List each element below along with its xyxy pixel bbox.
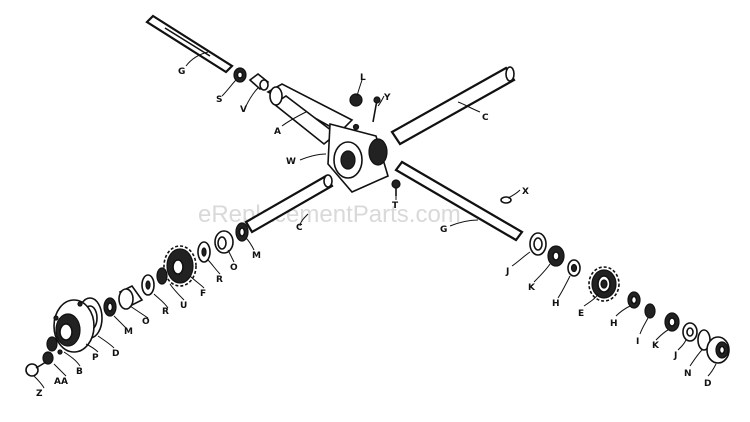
label-d-left: D xyxy=(112,349,119,359)
spacer-m-upper xyxy=(235,222,249,242)
bushing-v xyxy=(248,72,270,91)
label-n: N xyxy=(684,369,692,379)
plug-l xyxy=(349,93,363,107)
label-k-upper: K xyxy=(528,283,536,293)
label-w: W xyxy=(286,157,296,167)
shaft-c-lower xyxy=(244,174,334,234)
nut-aa xyxy=(42,351,54,365)
label-i: I xyxy=(636,337,639,347)
label-b: B xyxy=(76,367,83,377)
label-k-lower: K xyxy=(652,341,660,351)
label-r-upper: R xyxy=(216,275,223,285)
bearing-s xyxy=(233,67,247,83)
label-g-lower: G xyxy=(440,225,447,235)
label-a: A xyxy=(274,127,281,137)
bearing-j-upper xyxy=(529,232,547,256)
label-o-upper: O xyxy=(230,263,238,273)
bushing-o-upper xyxy=(214,230,234,254)
washer-h-lower xyxy=(627,291,641,309)
washer-u xyxy=(156,267,168,285)
bearing-k-upper xyxy=(547,245,565,267)
label-d-right: D xyxy=(704,379,711,389)
label-s-upper: S xyxy=(216,95,222,105)
bearing-b xyxy=(46,336,58,352)
washer-i xyxy=(644,303,656,319)
label-j-upper: J xyxy=(505,267,509,277)
label-aa: AA xyxy=(54,377,68,387)
label-e: E xyxy=(578,309,584,319)
washer-h-upper xyxy=(567,259,581,277)
label-o-lower: O xyxy=(142,317,150,327)
label-h-upper: H xyxy=(552,299,560,309)
label-c-right: C xyxy=(482,113,489,123)
label-l: L xyxy=(360,73,366,83)
shaft-c-right xyxy=(390,66,516,146)
label-f: F xyxy=(200,289,206,299)
label-r-lower: R xyxy=(162,307,169,317)
label-m-upper: M xyxy=(252,251,261,261)
gear-e xyxy=(588,266,620,302)
label-g-upper: G xyxy=(178,67,185,77)
leader-lines xyxy=(33,51,717,389)
bearing-j-lower xyxy=(682,322,698,342)
label-t: T xyxy=(392,201,399,211)
label-c-lower: C xyxy=(296,223,303,233)
housing-a xyxy=(266,83,389,193)
shaft-g-lower xyxy=(394,160,524,242)
label-m-lower: M xyxy=(124,327,133,337)
bushing-o-lower xyxy=(118,284,144,310)
label-u: U xyxy=(180,301,187,311)
screw-y xyxy=(372,96,381,123)
washer-r-lower xyxy=(141,274,155,296)
pin-x xyxy=(500,196,512,204)
hub-d-right xyxy=(706,336,730,364)
cover-p xyxy=(53,299,95,355)
gear-f xyxy=(163,245,197,287)
label-p: P xyxy=(92,353,99,363)
label-h-lower: H xyxy=(610,319,618,329)
washer-r-upper xyxy=(197,241,211,263)
label-x: X xyxy=(522,187,529,197)
label-y: Y xyxy=(383,93,391,103)
label-j-lower: J xyxy=(673,351,677,361)
label-v-upper: V xyxy=(240,105,247,115)
bolt-z xyxy=(25,361,47,377)
bearing-k-lower xyxy=(664,312,680,332)
watermark-text: eReplacementParts.com xyxy=(198,201,461,228)
spacer-m-lower xyxy=(103,297,117,317)
shaft-g-upper xyxy=(145,14,234,74)
label-z: Z xyxy=(36,389,43,399)
